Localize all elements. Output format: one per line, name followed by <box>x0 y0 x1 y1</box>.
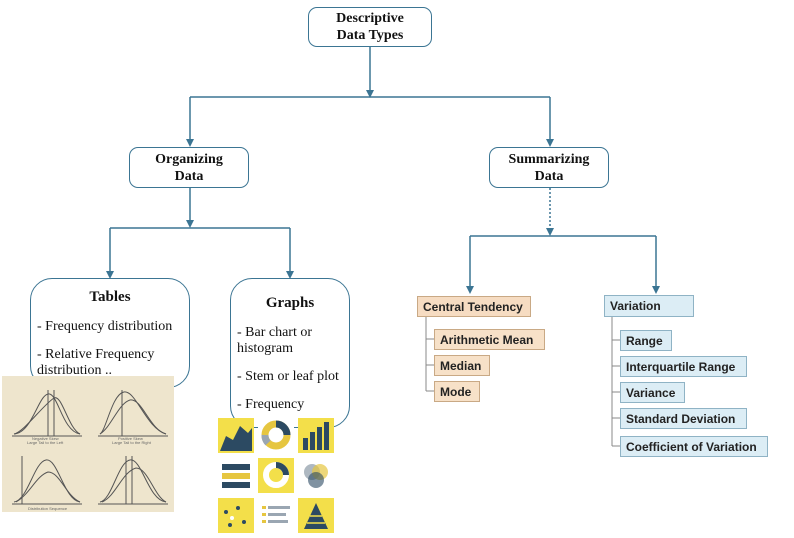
organizing-line2: Data <box>174 168 204 184</box>
graph-types-icon-grid <box>216 416 336 534</box>
tables-item-relative-frequency-cont: distribution .. <box>37 363 113 378</box>
organizing-data-node: Organizing Data <box>129 147 249 188</box>
central-tendency-item-arithmetic-mean: Arithmetic Mean <box>434 329 545 350</box>
graphs-item-frequency: - Frequency <box>237 397 305 412</box>
dist-caption-1b: Large Tail to the Left <box>27 440 64 445</box>
variation-item-interquartile-range: Interquartile Range <box>620 356 747 377</box>
tables-item-frequency-distribution: - Frequency distribution <box>37 319 173 334</box>
graphs-item-stem-leaf: - Stem or leaf plot <box>237 369 339 384</box>
tables-item-relative-frequency: - Relative Frequency <box>37 347 155 362</box>
stacked-bar-icon <box>218 458 254 493</box>
list-chart-icon <box>258 498 294 533</box>
dist-caption-2: Positive Skew <box>118 436 143 441</box>
donut-chart-icon <box>258 418 294 453</box>
area-chart-icon <box>218 418 254 453</box>
summarizing-line2: Data <box>534 168 564 184</box>
summarizing-line1: Summarizing <box>508 151 590 167</box>
variation-item-range: Range <box>620 330 672 351</box>
venn-icon <box>298 458 334 493</box>
root-line2: Data Types <box>336 28 404 43</box>
organizing-line1: Organizing <box>155 151 223 167</box>
distribution-curves-image: Negative Skew Large Tail to the Left Pos… <box>2 376 174 512</box>
variation-item-variance: Variance <box>620 382 685 403</box>
dist-caption-2b: Large Tail to the Right <box>112 440 152 445</box>
graphs-title: Graphs <box>265 295 315 311</box>
ring-chart-icon <box>258 458 294 493</box>
pyramid-chart-icon <box>298 498 334 533</box>
dist-caption-4: Distribution Sequence <box>28 506 68 511</box>
dist-caption-1: Negative Skew <box>32 436 59 441</box>
tables-title: Tables <box>89 289 131 305</box>
summarizing-data-node: Summarizing Data <box>489 147 609 188</box>
graphs-item-histogram: histogram <box>237 341 293 356</box>
central-tendency-item-mode: Mode <box>434 381 480 402</box>
scatter-plot-icon <box>218 498 254 533</box>
tables-card: Tables - Frequency distribution - Relati… <box>30 278 190 388</box>
distribution-curves-graphic: Negative Skew Large Tail to the Left Pos… <box>12 390 168 511</box>
graphs-item-bar-chart: - Bar chart or <box>237 325 313 340</box>
variation-label: Variation <box>604 295 694 317</box>
root-node-descriptive-data-types: Descriptive Data Types <box>308 7 432 47</box>
bar-chart-icon <box>298 418 334 453</box>
root-line1: Descriptive <box>336 11 404 26</box>
variation-item-standard-deviation: Standard Deviation <box>620 408 747 429</box>
variation-item-coefficient-of-variation: Coefficient of Variation <box>620 436 768 457</box>
central-tendency-item-median: Median <box>434 355 490 376</box>
central-tendency-label: Central Tendency <box>417 296 531 317</box>
graphs-card: Graphs - Bar chart or histogram - Stem o… <box>230 278 350 428</box>
